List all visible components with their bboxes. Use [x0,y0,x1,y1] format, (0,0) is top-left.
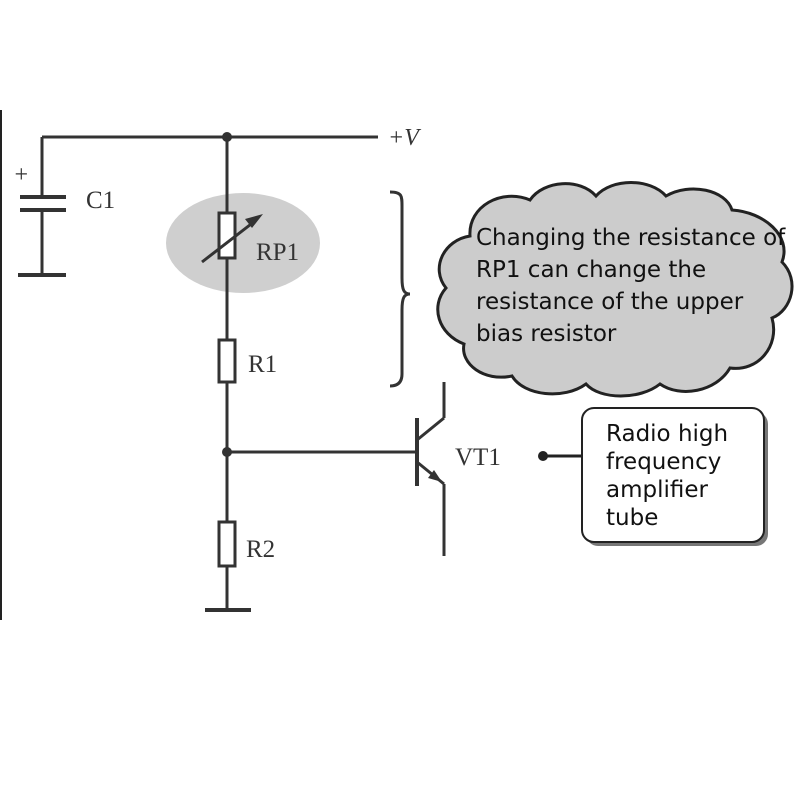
r2-resistor-body [217,520,237,568]
box-callout [581,407,765,543]
r2-label: R2 [246,536,275,563]
supply-label: +V [388,125,421,151]
cloud-callout-text: Changing the resistance of RP1 can chang… [476,225,786,347]
rp1-resistor-body [217,211,237,260]
transistor-label: VT1 [455,444,501,471]
bias-brace [389,190,411,388]
capacitor-label: C1 [86,187,115,214]
rp1-highlight [166,193,320,293]
cloud-callout [436,181,794,398]
capacitor-plus-label: + [13,162,29,188]
rp1-adjust-arrow-shaft [201,219,256,264]
transistor-emitter-arrow [428,470,442,482]
transistor-collector-diag [416,416,445,442]
box-callout-text: Radio high frequency amplifier tube [606,421,729,531]
rp1-adjust-arrow-head [245,214,263,228]
rp1-label: RP1 [256,239,299,266]
r1-resistor-body [217,338,237,384]
r1-label: R1 [248,351,277,378]
